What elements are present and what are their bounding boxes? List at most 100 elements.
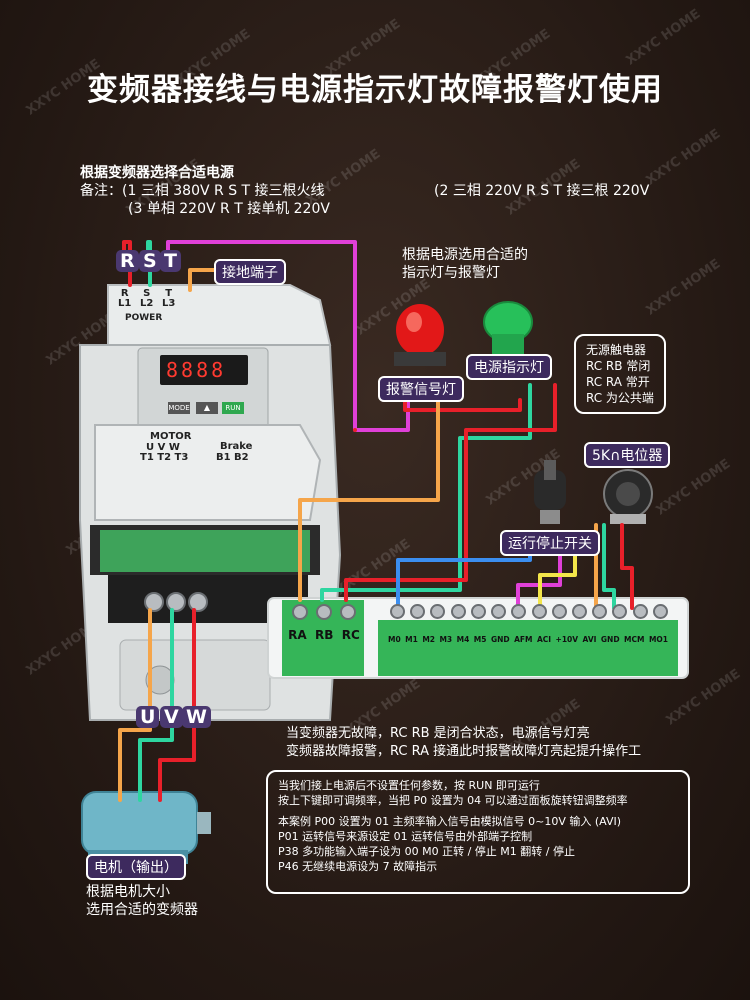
wire-out-v	[138, 608, 174, 802]
relay-screw-rc	[340, 604, 356, 620]
wire-ground	[188, 268, 216, 292]
motor-terms: U V W	[146, 442, 180, 453]
inverter-term-t: T L3	[162, 288, 176, 309]
control-terminal-m4: M4	[456, 635, 470, 644]
wire-m1-switch	[538, 543, 577, 610]
control-screw	[531, 604, 547, 619]
relay-note-line3: RC RA 常开	[586, 375, 650, 389]
relay-note-line1: 无源触电器	[586, 343, 647, 357]
inner-pcb	[100, 530, 310, 572]
power-note-line1a: 备注：(1 三相 380V R S T 接三根火线	[80, 183, 325, 199]
relay-screw-rb	[316, 604, 332, 620]
control-terminal-gnd: GND	[490, 635, 510, 644]
control-terminal-gnd: GND	[600, 635, 620, 644]
relay-ra: RA	[288, 628, 307, 642]
input-terminal-t: T	[160, 250, 181, 272]
control-terminal-afm: AFM	[514, 635, 533, 644]
mode-key[interactable]: MODE	[168, 402, 190, 414]
output-screw-w	[188, 592, 208, 612]
wire-alarm-to-ra	[353, 398, 522, 432]
wire-out-w	[158, 608, 196, 802]
motor-note-line2: 选用合适的变频器	[86, 902, 198, 918]
alarm-lamp	[394, 304, 446, 366]
control-terminal-aci: ACI	[536, 635, 552, 644]
display-digits: 8888	[166, 358, 227, 382]
power-lamp-label: 电源指示灯	[466, 354, 552, 380]
brake-terms: B1 B2	[216, 452, 249, 463]
param-line3: 本案例 P00 设置为 01 主频率输入信号由模拟信号 0~10V 输入 (AV…	[278, 815, 622, 828]
control-terminal-avi: AVI	[582, 635, 597, 644]
led-display	[160, 355, 248, 385]
control-screw	[612, 604, 628, 619]
ground-label: 接地端子	[214, 259, 286, 285]
control-screws	[390, 604, 668, 619]
relay-terminal-labels: RA RB RC	[284, 628, 364, 642]
param-line4: P01 运转信号来源设定 01 运转信号由外部端子控制	[278, 830, 533, 843]
control-screw	[551, 604, 567, 619]
motor-label: 电机（输出）	[86, 854, 186, 880]
relay-note-line2: RC RB 常闭	[586, 359, 651, 373]
wire-out-u	[118, 608, 152, 802]
inverter-top-cover	[107, 284, 332, 346]
control-screw	[491, 604, 507, 619]
wire-10v-pot	[620, 523, 634, 610]
control-terminal-m0: M0	[388, 635, 401, 644]
control-screw	[390, 604, 405, 619]
power-note-line2: (3 单相 220V R T 接单机 220V	[128, 201, 330, 217]
control-terminal-mo1: MO1	[648, 635, 668, 644]
power-lamp	[483, 301, 533, 356]
up-key[interactable]: ▲	[196, 402, 218, 414]
pot-label: 5K∩电位器	[584, 442, 671, 468]
page-title: 变频器接线与电源指示灯故障报警灯使用	[87, 72, 663, 108]
control-terminal-m2: M2	[422, 635, 435, 644]
inverter-lower-cover	[94, 424, 322, 521]
output-terminal-u: U	[136, 706, 160, 728]
inverter-term-s: S L2	[140, 288, 154, 309]
power-label: POWER	[125, 313, 163, 323]
potentiometer	[603, 469, 653, 524]
run-stop-switch	[534, 460, 566, 524]
wire-gnd-pot	[602, 523, 616, 610]
inverter-term-r: R L1	[118, 288, 132, 309]
lamp-note-line1: 根据电源选用合适的	[402, 247, 528, 263]
control-terminal-m3: M3	[439, 635, 453, 644]
motor-text: MOTOR	[150, 431, 192, 442]
lamp-note-line2: 指示灯与报警灯	[402, 265, 500, 281]
input-terminal-r: R	[116, 250, 139, 272]
input-terminal-s: S	[139, 250, 161, 272]
relay-screw-ra	[292, 604, 308, 620]
power-note-heading: 根据变频器选择合适电源	[80, 165, 234, 181]
parameter-note-box: 当我们接上电源后不设置任何参数，按 RUN 即可运行 按上下键即可调频率，当把 …	[266, 770, 690, 894]
control-screw	[592, 604, 608, 619]
output-screw-v	[166, 592, 186, 612]
relay-note-box: 无源触电器 RC RB 常闭 RC RA 常开 RC 为公共端	[574, 334, 666, 414]
control-terminal-plus10v: +10V	[555, 635, 579, 644]
relay-rc: RC	[341, 628, 360, 642]
relay-note-line4: RC 为公共端	[586, 391, 654, 405]
control-terminal-m1: M1	[405, 635, 418, 644]
control-terminal-m5: M5	[473, 635, 487, 644]
control-terminal-mcm: MCM	[624, 635, 645, 644]
control-terminal-block	[378, 620, 678, 676]
relay-rb: RB	[315, 628, 334, 642]
output-screw-u	[144, 592, 164, 612]
relay-screws	[288, 604, 360, 620]
run-key[interactable]: RUN	[222, 402, 244, 414]
control-screw	[652, 604, 668, 619]
control-screw	[430, 604, 446, 619]
param-line6: P46 无继续电源设为 7 故障指示	[278, 860, 438, 873]
alarm-lamp-label: 报警信号灯	[378, 376, 464, 402]
motor-shaft	[197, 812, 211, 834]
wire-ra-common	[344, 383, 557, 602]
control-screw	[571, 604, 587, 619]
power-note-line1b: (2 三相 220V R S T 接三根 220V	[434, 183, 650, 199]
status-note-line2: 变频器故障报警，RC RA 接通此时报警故障灯亮起提升操作工	[286, 744, 642, 759]
brake-text: Brake	[220, 441, 253, 452]
wire-input-t	[166, 240, 410, 432]
param-line5: P38 多功能输入端子设为 00 M0 正转 / 停止 M1 翻转 / 停止	[278, 845, 575, 858]
wire-rc-to-alarm	[298, 398, 440, 602]
control-screw	[511, 604, 527, 619]
